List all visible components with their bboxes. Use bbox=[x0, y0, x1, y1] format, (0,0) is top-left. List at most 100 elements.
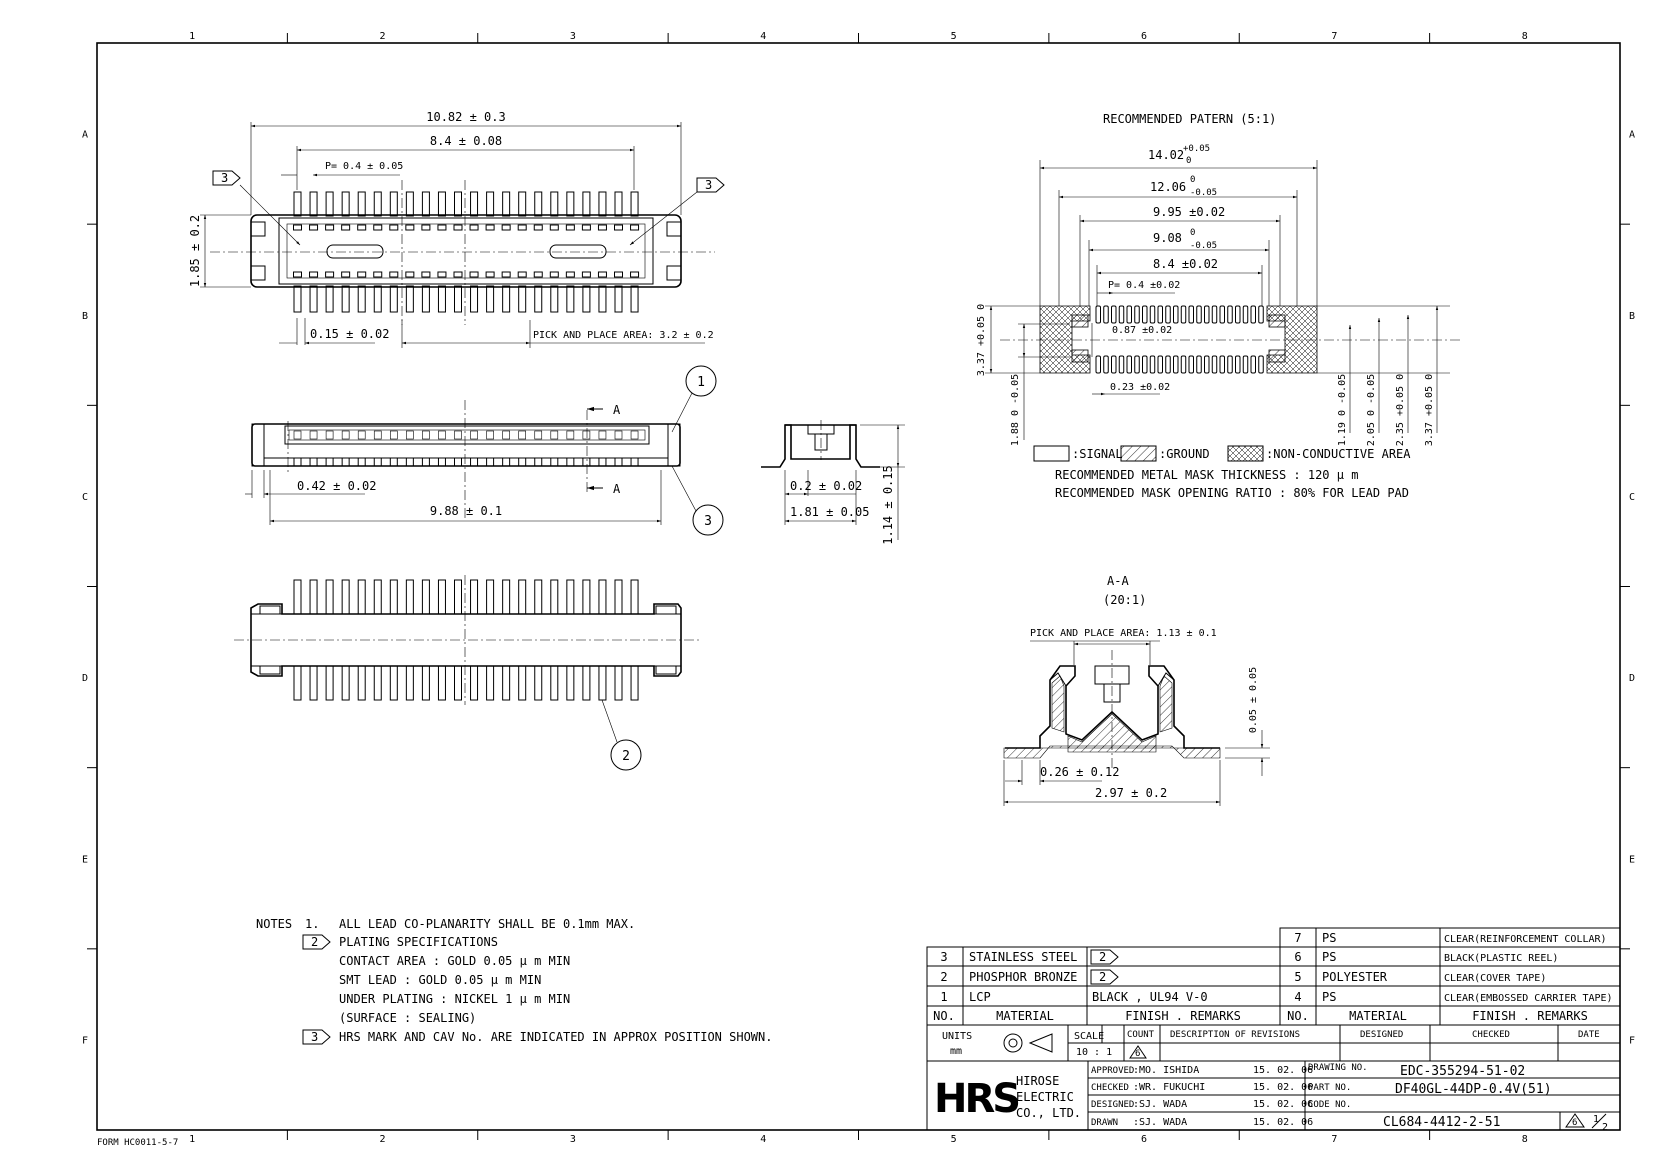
side-slot bbox=[598, 430, 607, 440]
top-lead bbox=[582, 285, 591, 313]
signal-pad bbox=[1258, 355, 1264, 374]
signal-pad bbox=[1157, 305, 1163, 324]
bottom-lead bbox=[470, 579, 479, 615]
signal-pad bbox=[1111, 355, 1117, 374]
top-lead bbox=[454, 285, 462, 313]
side-lead bbox=[486, 457, 495, 467]
dim-height: 1.85 ± 0.2 bbox=[188, 215, 202, 287]
pat-d1: 14.02 bbox=[1148, 148, 1184, 162]
top-contact bbox=[533, 271, 543, 278]
bom-right-no: 5 bbox=[1294, 970, 1301, 984]
top-contact bbox=[453, 224, 463, 231]
top-contact bbox=[357, 271, 367, 278]
top-contact bbox=[549, 224, 559, 231]
drawn-by: :SJ. WADA bbox=[1133, 1117, 1187, 1128]
signal-pad bbox=[1180, 305, 1187, 324]
bottom-lead bbox=[309, 579, 318, 615]
side-slot bbox=[630, 430, 639, 440]
bom-right-finish: CLEAR(EMBOSSED CARRIER TAPE) bbox=[1444, 993, 1613, 1004]
side-lead bbox=[614, 457, 623, 467]
side-view: A A 0.42 ± 0.02 9.88 ± 0.1 1 3 bbox=[245, 365, 724, 536]
side-lead bbox=[293, 457, 302, 467]
signal-pad bbox=[1173, 355, 1179, 374]
checked-date: 15. 02. 06 bbox=[1253, 1082, 1313, 1093]
side-lead bbox=[534, 457, 543, 467]
note-2b: SMT LEAD : GOLD 0.05 μ m MIN bbox=[339, 973, 541, 987]
side-lead bbox=[470, 457, 479, 467]
note-2-mark: 2 bbox=[311, 935, 318, 949]
top-contact bbox=[421, 271, 431, 278]
bottom-lead bbox=[405, 665, 414, 701]
zone-row-left-A: A bbox=[82, 130, 88, 141]
zone-col-top-3: 3 bbox=[570, 31, 576, 42]
top-lead bbox=[357, 191, 366, 217]
top-contact bbox=[325, 271, 335, 278]
revision-description-label: DESCRIPTION OF REVISIONS bbox=[1170, 1030, 1300, 1040]
top-contact bbox=[485, 271, 495, 278]
pattern-title: RECOMMENDED PATERN (5:1) bbox=[1103, 112, 1276, 126]
top-lead bbox=[421, 191, 430, 217]
bom-left-header-material: MATERIAL bbox=[996, 1009, 1054, 1023]
dim-lead-width: 0.15 ± 0.02 bbox=[310, 327, 389, 341]
top-lead bbox=[309, 285, 318, 313]
top-contact bbox=[405, 224, 415, 231]
top-contact bbox=[293, 224, 302, 231]
code-number: CL684-4412-2-51 bbox=[1383, 1115, 1500, 1130]
finish-flag bbox=[1090, 949, 1119, 965]
signal-pad bbox=[1188, 305, 1194, 324]
section-mark-bottom: A bbox=[613, 482, 621, 496]
top-lead bbox=[373, 285, 382, 313]
signal-pad bbox=[1126, 355, 1132, 374]
top-lead bbox=[502, 191, 511, 217]
top-lead bbox=[518, 191, 527, 217]
signal-pad bbox=[1149, 305, 1156, 324]
bottom-lead bbox=[373, 665, 382, 701]
zone-row-left-D: D bbox=[82, 673, 88, 684]
signal-pad bbox=[1103, 355, 1109, 374]
bottom-lead bbox=[518, 579, 527, 615]
section-pick-area: PICK AND PLACE AREA: 1.13 ± 0.1 bbox=[1030, 628, 1217, 639]
bottom-lead bbox=[598, 579, 607, 615]
balloon-1: 1 bbox=[697, 375, 705, 390]
top-contact bbox=[549, 271, 559, 278]
top-lead bbox=[454, 191, 462, 217]
zone-col-bottom-4: 4 bbox=[760, 1134, 766, 1145]
part-no-label: PART NO. bbox=[1308, 1083, 1351, 1093]
top-contact bbox=[437, 224, 447, 231]
bottom-lead bbox=[534, 665, 543, 701]
zone-col-bottom-7: 7 bbox=[1331, 1134, 1337, 1145]
note-3-mark: 3 bbox=[311, 1030, 318, 1044]
note-2: PLATING SPECIFICATIONS bbox=[339, 935, 498, 949]
top-contact bbox=[421, 224, 431, 231]
note-2a: CONTACT AREA : GOLD 0.05 μ m MIN bbox=[339, 954, 570, 968]
bottom-lead bbox=[405, 579, 414, 615]
side-slot bbox=[438, 430, 446, 440]
signal-pad bbox=[1180, 355, 1187, 374]
signal-pad bbox=[1227, 355, 1233, 374]
bottom-lead bbox=[582, 579, 591, 615]
bom-right-no: 7 bbox=[1294, 931, 1301, 945]
bom-left-material: LCP bbox=[969, 990, 991, 1004]
top-contact bbox=[309, 271, 319, 278]
signal-pad bbox=[1134, 355, 1140, 374]
side-lead bbox=[421, 457, 430, 467]
top-lead bbox=[486, 191, 495, 217]
legend-signal-swatch bbox=[1033, 445, 1070, 462]
bottom-lead bbox=[518, 665, 527, 701]
signal-pad bbox=[1211, 355, 1218, 374]
signal-pad bbox=[1235, 355, 1241, 374]
top-lead bbox=[437, 285, 446, 313]
side-slot bbox=[582, 430, 591, 440]
end-dim-b: 1.81 ± 0.05 bbox=[790, 505, 869, 519]
top-lead bbox=[373, 191, 382, 217]
bottom-lead bbox=[341, 665, 350, 701]
signal-pad bbox=[1157, 355, 1163, 374]
bottom-lead bbox=[550, 665, 559, 701]
legend-ground: :GROUND bbox=[1159, 447, 1210, 461]
top-lead bbox=[614, 191, 623, 217]
zone-col-bottom-8: 8 bbox=[1522, 1134, 1528, 1145]
end-dim-h: 1.14 ± 0.15 bbox=[881, 465, 895, 544]
bottom-lead bbox=[373, 579, 382, 615]
zone-row-right-E: E bbox=[1629, 854, 1635, 865]
